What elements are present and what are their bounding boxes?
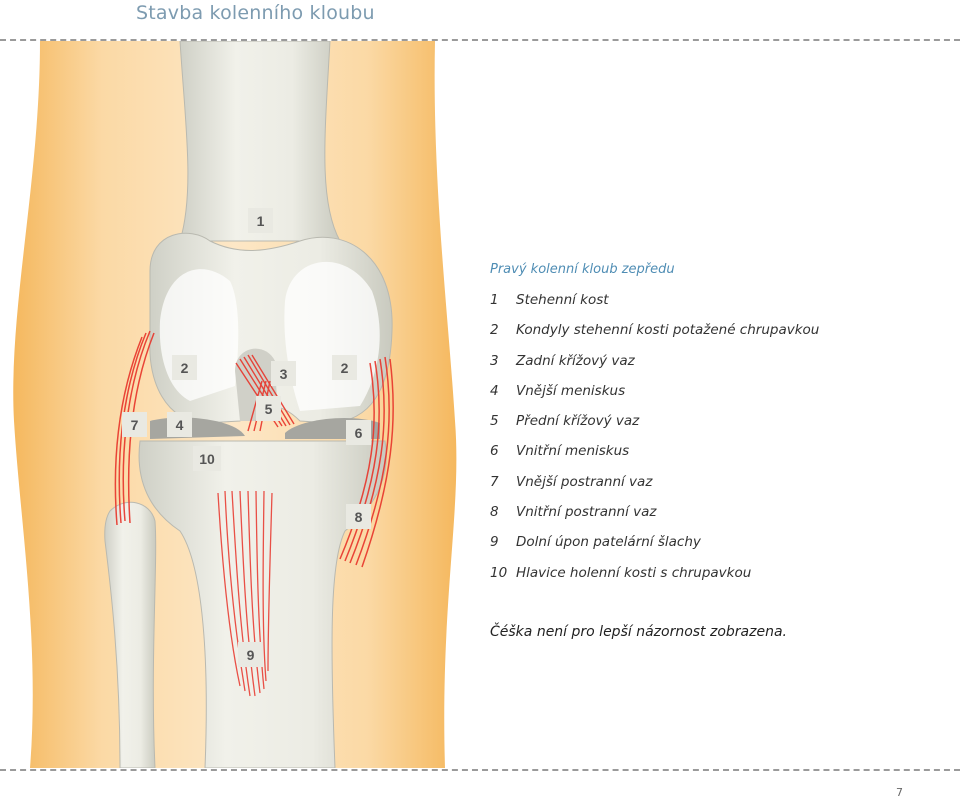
- marker-medial-meniscus: 6: [346, 420, 371, 445]
- marker-patellar-tendon: 9: [238, 642, 263, 667]
- legend-item: 9 Dolní úpon patelární šlachy: [490, 534, 819, 564]
- legend-item-text: Vnitřní postranní vaz: [516, 504, 657, 521]
- legend-item-number: 1: [490, 292, 499, 308]
- legend-item-number: 2: [490, 322, 499, 339]
- condyle-cartilage: [159, 269, 239, 401]
- marker-mcl: 8: [346, 504, 371, 529]
- legend-item: 10 Hlavice holenní kosti s chrupavkou: [490, 565, 819, 595]
- legend-item-text: Hlavice holenní kosti s chrupavkou: [516, 564, 752, 581]
- legend-item-text: Stehenní kost: [516, 292, 609, 308]
- legend-item-number: 10: [490, 564, 508, 581]
- patellar-tendon-shape: [217, 490, 273, 697]
- legend-item-number: 3: [490, 352, 499, 369]
- page-title: Stavba kolenního kloubu: [136, 2, 375, 24]
- top-dashed-divider: [0, 39, 960, 41]
- page-number: 7: [896, 786, 903, 799]
- legend-item: 6 Vnitřní meniskus: [490, 443, 819, 473]
- bottom-dashed-divider: [0, 769, 960, 771]
- legend-item-text: Přední křížový vaz: [516, 413, 640, 430]
- marker-acl: 5: [256, 396, 281, 421]
- legend-item: 1 Stehenní kost: [490, 292, 819, 322]
- marker-lcl: 7: [122, 412, 147, 437]
- legend-item: 4 Vnější meniskus: [490, 383, 819, 413]
- legend-item: 2 Kondyly stehenní kosti potažené chrupav…: [490, 322, 819, 352]
- legend-item-number: 6: [490, 443, 499, 460]
- legend-item-number: 7: [490, 473, 499, 490]
- legend-item: 3 Zadní křížový vaz: [490, 353, 819, 383]
- marker-lateral-meniscus: 4: [167, 412, 192, 437]
- legend-item-text: Kondyly stehenní kosti potažené chrupavk…: [516, 322, 820, 339]
- legend-list: 1 Stehenní kost 2 Kondyly stehenní kosti p…: [490, 292, 819, 595]
- marker-condyle-left: 2: [172, 355, 197, 380]
- marker-tibial-head: 10: [193, 446, 221, 471]
- legend-item-number: 8: [490, 504, 499, 521]
- legend-item-text: Dolní úpon patelární šlachy: [516, 534, 701, 551]
- legend-heading: Pravý kolenní kloub zepředu: [490, 262, 675, 277]
- legend-item-text: Zadní křížový vaz: [516, 352, 635, 369]
- legend-note: Čéška není pro lepší názornost zobrazena…: [490, 624, 787, 640]
- legend-item: 7 Vnější postranní vaz: [490, 474, 819, 504]
- legend-item-text: Vnější meniskus: [516, 382, 626, 399]
- medial-collateral-ligament-shape: [339, 356, 394, 568]
- legend-item-number: 9: [490, 534, 499, 551]
- legend-item-text: Vnější postranní vaz: [516, 473, 653, 490]
- legend-item-text: Vnitřní meniskus: [516, 443, 630, 460]
- condyle-cartilage-right: [284, 261, 380, 411]
- knee-joint-illustration: [13, 41, 457, 768]
- marker-pcl: 3: [271, 361, 296, 386]
- legend-item-number: 4: [490, 382, 499, 399]
- marker-femur: 1: [248, 208, 273, 233]
- legend-item-number: 5: [490, 413, 499, 430]
- marker-condyle-right: 2: [332, 355, 357, 380]
- legend-item: 5 Přední křížový vaz: [490, 413, 819, 443]
- legend-item: 8 Vnitřní postranní vaz: [490, 504, 819, 534]
- fibula: [104, 501, 157, 768]
